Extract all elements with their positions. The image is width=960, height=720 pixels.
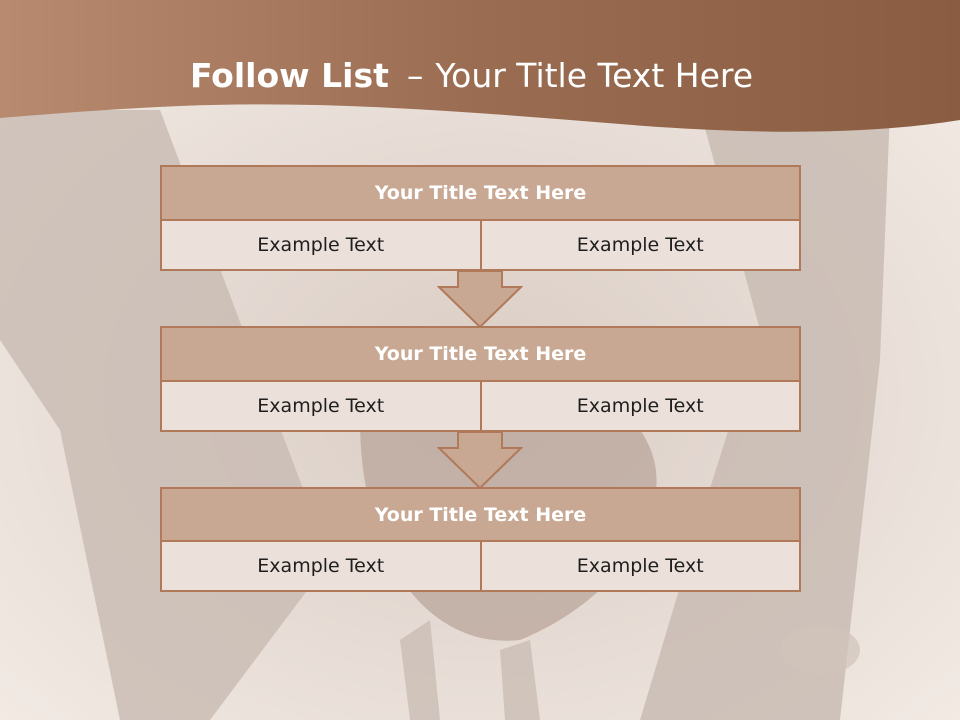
slide-title-separator: – bbox=[406, 56, 424, 95]
block-title: Your Title Text Here bbox=[160, 326, 801, 382]
block-cell-left: Example Text bbox=[160, 221, 482, 271]
flow-block-1: Your Title Text Here Example Text Exampl… bbox=[160, 165, 801, 271]
header-banner bbox=[0, 0, 960, 132]
block-row: Example Text Example Text bbox=[160, 542, 801, 592]
down-arrow-icon bbox=[437, 270, 523, 329]
down-arrow-icon bbox=[437, 431, 523, 490]
block-row: Example Text Example Text bbox=[160, 221, 801, 271]
block-title: Your Title Text Here bbox=[160, 165, 801, 221]
slide-title-rest: Your Title Text Here bbox=[435, 56, 754, 95]
block-cell-right: Example Text bbox=[481, 221, 801, 271]
block-cell-left: Example Text bbox=[160, 382, 482, 432]
block-cell-left: Example Text bbox=[160, 542, 482, 592]
flow-block-3: Your Title Text Here Example Text Exampl… bbox=[160, 487, 801, 592]
block-cell-right: Example Text bbox=[481, 382, 801, 432]
flow-block-2: Your Title Text Here Example Text Exampl… bbox=[160, 326, 801, 432]
block-cell-right: Example Text bbox=[481, 542, 801, 592]
block-title: Your Title Text Here bbox=[160, 487, 801, 542]
slide-title: Follow List–Your Title Text Here bbox=[0, 54, 943, 98]
slide-title-bold: Follow List bbox=[189, 56, 389, 95]
block-row: Example Text Example Text bbox=[160, 382, 801, 432]
